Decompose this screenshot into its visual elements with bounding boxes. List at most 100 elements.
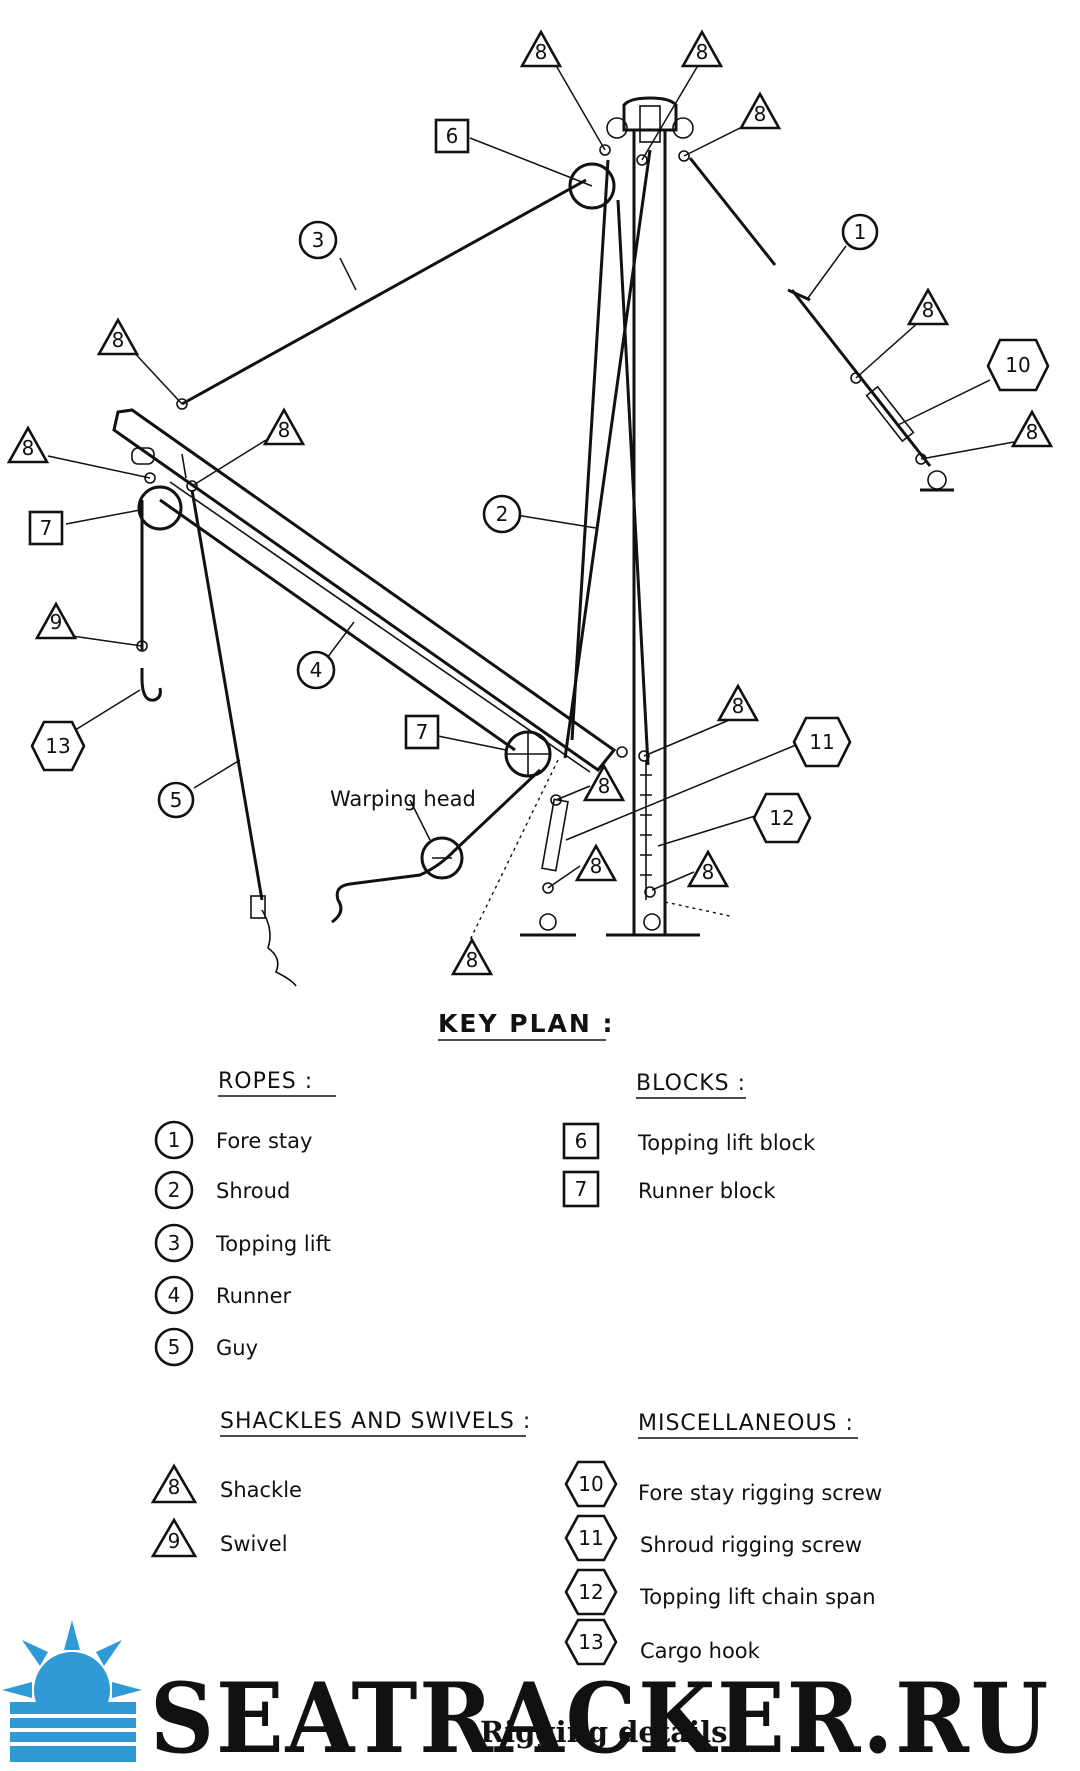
key-plan: KEY PLAN : ROPES : 1 Fore stay 2 Shroud … [150,1009,882,1666]
svg-text:12: 12 [578,1580,603,1604]
svg-text:9: 9 [168,1529,181,1553]
svg-text:8: 8 [168,1475,181,1499]
svg-text:8: 8 [598,774,611,798]
svg-text:5: 5 [170,788,183,812]
svg-text:13: 13 [45,734,70,758]
svg-text:7: 7 [40,516,53,540]
svg-text:7: 7 [416,720,429,744]
callout-8-g: 8 [262,407,306,446]
rope-item: 5 Guy [154,1327,258,1367]
svg-text:Cargo hook: Cargo hook [640,1639,761,1663]
svg-text:1: 1 [168,1128,181,1152]
svg-text:10: 10 [578,1472,603,1496]
svg-text:12: 12 [769,806,794,830]
svg-text:9: 9 [50,610,63,634]
sun-logo-icon [2,1620,142,1762]
svg-text:11: 11 [578,1526,603,1550]
svg-text:8: 8 [278,418,291,442]
swivel-item: 9 Swivel [150,1517,288,1558]
callout-8-i: 8 [716,683,760,722]
ropes [140,149,954,987]
svg-text:Guy: Guy [216,1336,258,1360]
svg-text:Fore stay rigging screw: Fore stay rigging screw [638,1481,882,1505]
svg-text:13: 13 [578,1630,603,1654]
svg-text:10: 10 [1005,353,1030,377]
svg-text:3: 3 [312,228,325,252]
svg-text:Fore stay: Fore stay [216,1129,312,1153]
callout-9: 9 [34,601,78,640]
svg-text:Topping lift: Topping lift [215,1232,331,1256]
watermark: SEATRACKER.RU [2,1620,1050,1771]
svg-text:8: 8 [702,860,715,884]
misc-item: 12 Topping lift chain span [564,1568,876,1616]
misc-item: 13 Cargo hook [564,1618,761,1666]
svg-text:8: 8 [22,436,35,460]
warping-head-label: Warping head [330,787,476,811]
ropes-heading: ROPES : [218,1069,313,1094]
misc-heading: MISCELLANEOUS : [638,1411,854,1436]
svg-text:4: 4 [168,1283,181,1307]
callout-3: 3 [298,220,338,260]
callout-8-f: 8 [96,317,140,356]
callout-8-m: 8 [450,937,494,976]
blocks [137,162,616,880]
block-item: 6 Topping lift block [562,1122,816,1160]
svg-text:8: 8 [535,40,548,64]
svg-text:8: 8 [112,328,125,352]
svg-text:8: 8 [466,948,479,972]
figure-caption: Rigging details [480,1715,727,1749]
watermark-text: SEATRACKER.RU [150,1662,1050,1771]
rope-item: 3 Topping lift [154,1223,331,1263]
svg-text:11: 11 [809,730,834,754]
callout-8-j: 8 [582,763,626,802]
svg-text:2: 2 [496,502,509,526]
svg-text:Runner: Runner [216,1284,291,1308]
svg-text:4: 4 [310,658,323,682]
key-plan-title: KEY PLAN : [438,1009,614,1038]
callout-11: 11 [792,716,852,768]
svg-text:8: 8 [696,40,709,64]
callout-12: 12 [752,792,812,844]
svg-text:5: 5 [168,1335,181,1359]
svg-text:Shroud rigging screw: Shroud rigging screw [640,1533,862,1557]
svg-text:8: 8 [1026,420,1039,444]
svg-text:Shackle: Shackle [220,1478,302,1502]
callout-8-d: 8 [906,287,950,326]
svg-text:Topping lift chain span: Topping lift chain span [639,1585,876,1609]
callout-6: 6 [434,118,470,154]
svg-text:7: 7 [575,1177,588,1201]
rope-item: 2 Shroud [154,1170,290,1210]
callout-10: 10 [986,338,1050,392]
svg-text:Topping lift block: Topping lift block [637,1131,816,1155]
callout-8-a: 8 [519,29,563,68]
callout-7-b: 7 [404,714,440,750]
callout-8-b: 8 [680,29,724,68]
svg-text:6: 6 [446,124,459,148]
callout-1: 1 [841,213,879,251]
rope-item: 4 Runner [154,1275,291,1315]
callout-5: 5 [157,781,195,819]
svg-text:8: 8 [754,102,767,126]
misc-item: 10 Fore stay rigging screw [564,1460,882,1508]
svg-text:2: 2 [168,1178,181,1202]
callout-8-h: 8 [6,425,50,464]
callout-8-l: 8 [686,849,730,888]
misc-item: 11 Shroud rigging screw [564,1514,862,1562]
callout-8-c: 8 [738,91,782,130]
svg-text:1: 1 [854,220,867,244]
svg-text:Swivel: Swivel [220,1532,288,1556]
svg-text:3: 3 [168,1231,181,1255]
callout-8-k: 8 [574,843,618,882]
callouts: 8 8 8 6 3 1 8 10 [6,29,1054,976]
rope-item: 1 Fore stay [154,1120,312,1160]
svg-text:Shroud: Shroud [216,1179,290,1203]
callout-2: 2 [482,494,522,534]
callout-4: 4 [296,650,336,690]
shackle-item: 8 Shackle [150,1463,302,1504]
block-item: 7 Runner block [562,1170,776,1208]
derrick-boom [112,408,617,773]
svg-text:8: 8 [922,298,935,322]
callout-8-e: 8 [1010,409,1054,448]
svg-text:8: 8 [732,694,745,718]
